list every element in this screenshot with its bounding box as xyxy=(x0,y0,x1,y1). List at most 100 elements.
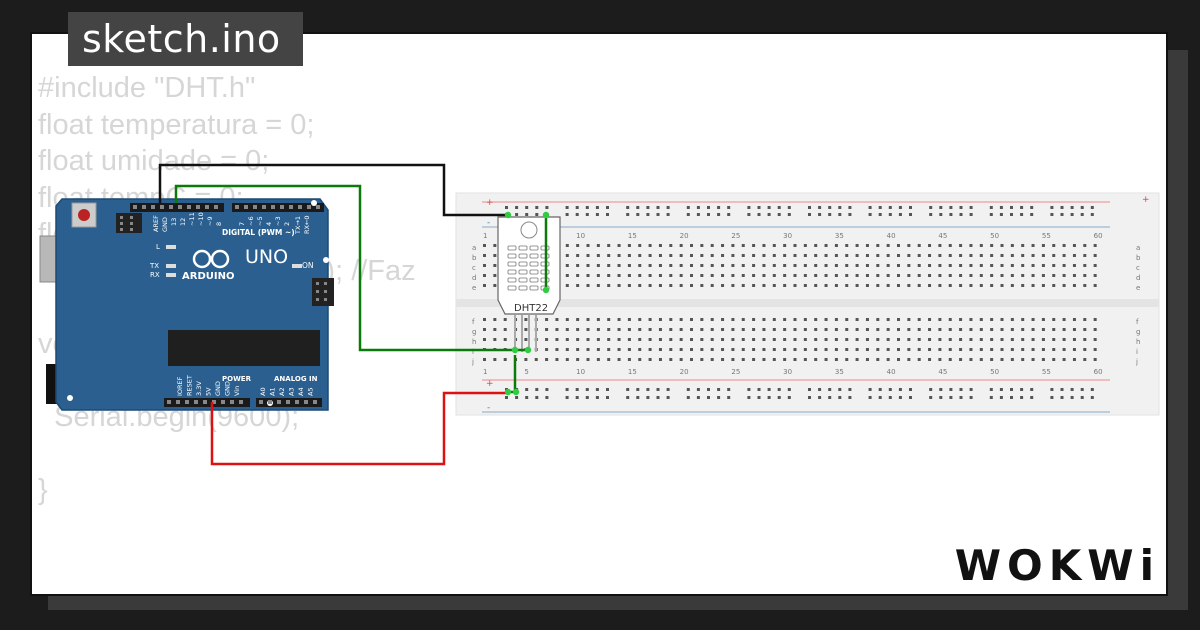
code-line: } xyxy=(38,473,48,506)
wire-endpoints xyxy=(504,211,550,396)
arduino-uno-board[interactable]: DIGITAL (PWM ~) UNO ARDUINO ON L TX RX P… xyxy=(39,198,334,411)
arduino-logo-icon xyxy=(192,249,230,269)
tx-label: TX xyxy=(149,262,159,270)
pin-label: RESET xyxy=(186,375,194,396)
row-letter: j xyxy=(471,358,474,366)
pin-label: AREF xyxy=(152,215,160,232)
pin-label: ~6 xyxy=(247,216,255,226)
row-letter: g xyxy=(1136,328,1140,336)
column-number: 30 xyxy=(783,232,792,240)
row-letter: h xyxy=(1136,338,1140,346)
pin-label: A3 xyxy=(288,387,296,396)
sketch-tab-title[interactable]: sketch.ino xyxy=(68,12,303,66)
column-number: 35 xyxy=(835,368,844,376)
pin-label: 4 xyxy=(265,222,273,226)
pin-label: A4 xyxy=(297,387,305,396)
pin-label: A0 xyxy=(259,387,267,396)
pin-label: 5V xyxy=(205,387,213,396)
code-line: float umidade = 0; xyxy=(38,145,270,177)
row-letter: h xyxy=(472,338,476,346)
pin-label: 7 xyxy=(238,222,246,226)
pin-label: 8 xyxy=(215,222,223,226)
column-number: 50 xyxy=(990,368,999,376)
breadboard: + + - + - 115510101515202025253030353540… xyxy=(455,192,1160,416)
column-number: 15 xyxy=(628,232,637,240)
row-letter: b xyxy=(472,254,477,262)
column-number: 60 xyxy=(1094,232,1103,240)
pin-label: ~10 xyxy=(197,212,205,226)
column-number: 55 xyxy=(1042,368,1051,376)
row-letter: e xyxy=(1136,284,1140,292)
column-number: 45 xyxy=(938,232,947,240)
code-line: #include "DHT.h" xyxy=(38,72,256,104)
model-label: UNO xyxy=(245,246,288,268)
pin-label: ~9 xyxy=(206,216,214,226)
pin-label: GND xyxy=(161,217,169,232)
row-letter: e xyxy=(472,284,476,292)
column-number: 35 xyxy=(835,232,844,240)
pin-label: TX→1 xyxy=(294,216,302,235)
plus-bottom-left: + xyxy=(486,379,494,389)
column-number: 40 xyxy=(887,232,896,240)
row-letter: f xyxy=(472,318,475,326)
row-letter: a xyxy=(472,244,476,252)
brand-label: ARDUINO xyxy=(182,271,234,282)
minus-top-left: - xyxy=(487,218,490,228)
code-line: float temperatura = 0; xyxy=(38,108,315,141)
row-letter: a xyxy=(1136,244,1140,252)
wire-black[interactable] xyxy=(158,163,508,217)
sensor-label: DHT22 xyxy=(514,303,548,314)
row-letter: f xyxy=(1136,318,1139,326)
rx-label: RX xyxy=(150,271,160,279)
row-letter: c xyxy=(1136,264,1140,272)
pin-label: A5 xyxy=(307,387,315,396)
column-number: 1 xyxy=(483,368,487,376)
pin-label: ~5 xyxy=(256,216,264,226)
column-number: 45 xyxy=(938,368,947,376)
column-number: 15 xyxy=(628,368,637,376)
row-letter: i xyxy=(472,348,474,356)
wokwi-logo: WOKWi xyxy=(954,541,1160,590)
column-number: 55 xyxy=(1042,232,1051,240)
pin-label: RX←0 xyxy=(303,215,311,234)
row-letter: d xyxy=(472,274,476,282)
pin-label: ~11 xyxy=(188,212,196,226)
column-number: 25 xyxy=(731,232,740,240)
l-label: L xyxy=(156,243,160,251)
row-letter: d xyxy=(1136,274,1140,282)
pin-label: 2 xyxy=(283,222,291,226)
row-letter: g xyxy=(472,328,476,336)
pin-label: GND xyxy=(214,381,222,396)
power-label: POWER xyxy=(222,375,252,383)
column-number: 50 xyxy=(990,232,999,240)
column-number: 60 xyxy=(1094,368,1103,376)
wire-red[interactable] xyxy=(210,391,508,466)
pin-label: Vin xyxy=(233,386,241,396)
plus-top-right: + xyxy=(1142,195,1150,205)
pin-label: 12 xyxy=(179,218,187,226)
row-letter: j xyxy=(1135,358,1138,366)
pin-label: ~3 xyxy=(274,216,282,226)
minus-bottom-left: - xyxy=(487,403,490,413)
pin-label: A2 xyxy=(278,387,286,396)
column-number: 30 xyxy=(783,368,792,376)
column-number: 10 xyxy=(576,232,585,240)
column-number: 5 xyxy=(524,368,528,376)
column-number: 25 xyxy=(731,368,740,376)
column-number: 1 xyxy=(483,232,487,240)
on-label: ON xyxy=(302,261,314,270)
pin-label: GND xyxy=(224,381,232,396)
pin-label: 13 xyxy=(170,218,178,226)
row-letter: c xyxy=(472,264,476,272)
plus-top-left: + xyxy=(486,198,494,208)
column-number: 40 xyxy=(887,368,896,376)
column-number: 10 xyxy=(576,368,585,376)
pin-label: 3.3V xyxy=(195,381,203,396)
pin-label: IOREF xyxy=(176,376,184,396)
row-letter: b xyxy=(1136,254,1141,262)
row-letter: i xyxy=(1136,348,1138,356)
pin-label: A1 xyxy=(269,387,277,396)
column-number: 20 xyxy=(680,368,689,376)
analog-label: ANALOG IN xyxy=(274,375,318,383)
